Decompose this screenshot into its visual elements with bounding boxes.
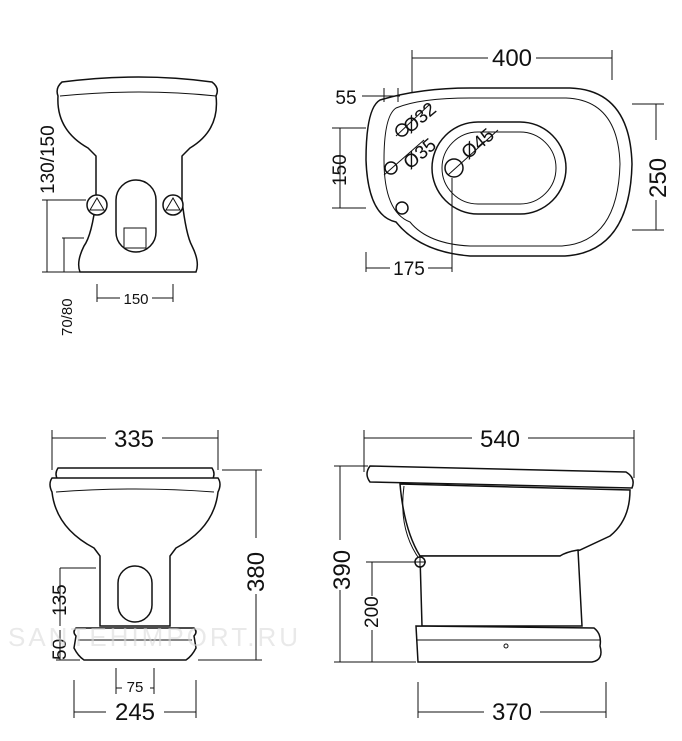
dim-250: 250 bbox=[645, 158, 672, 198]
dim-135: 135 bbox=[50, 584, 71, 616]
dim-130-150: 130/150 bbox=[38, 125, 59, 194]
dim-75: 75 bbox=[127, 679, 144, 696]
hole-side-icon bbox=[395, 201, 409, 215]
dim-245: 245 bbox=[115, 699, 155, 726]
dim-390: 390 bbox=[329, 550, 356, 590]
plan-view: Ø32 Ø35 Ø45 400 55 150 250 175 bbox=[330, 45, 672, 280]
dim-150-plan: 150 bbox=[330, 154, 351, 186]
dim-370: 370 bbox=[492, 699, 532, 726]
front-base bbox=[73, 627, 197, 661]
top-front-view: 130/150 70/80 150 bbox=[38, 76, 219, 336]
dim-335: 335 bbox=[114, 426, 154, 453]
dim-540: 540 bbox=[480, 426, 520, 453]
dim-150-width: 150 bbox=[123, 291, 148, 308]
front-trap bbox=[117, 565, 153, 623]
top-front-bowl bbox=[56, 76, 219, 273]
side-base bbox=[415, 625, 602, 663]
dim-380: 380 bbox=[243, 552, 270, 592]
side-bowl bbox=[399, 483, 631, 557]
dim-50: 50 bbox=[50, 639, 71, 660]
front-bowl bbox=[49, 477, 221, 627]
dim-400: 400 bbox=[492, 45, 532, 72]
plan-basin bbox=[431, 121, 567, 215]
hole-45-icon bbox=[444, 158, 464, 178]
dim-175: 175 bbox=[393, 259, 425, 280]
side-pedestal bbox=[419, 549, 583, 627]
front-elevation: 335 380 135 50 75 245 bbox=[49, 426, 270, 726]
side-elevation: 540 390 200 370 bbox=[329, 426, 635, 726]
side-rim bbox=[366, 465, 634, 489]
top-front-trap bbox=[115, 179, 157, 253]
dim-200: 200 bbox=[362, 596, 383, 628]
dim-70-80: 70/80 bbox=[59, 298, 76, 336]
watermark: SANTEHIMPORT.RU bbox=[8, 622, 301, 652]
dim-55: 55 bbox=[335, 88, 356, 109]
